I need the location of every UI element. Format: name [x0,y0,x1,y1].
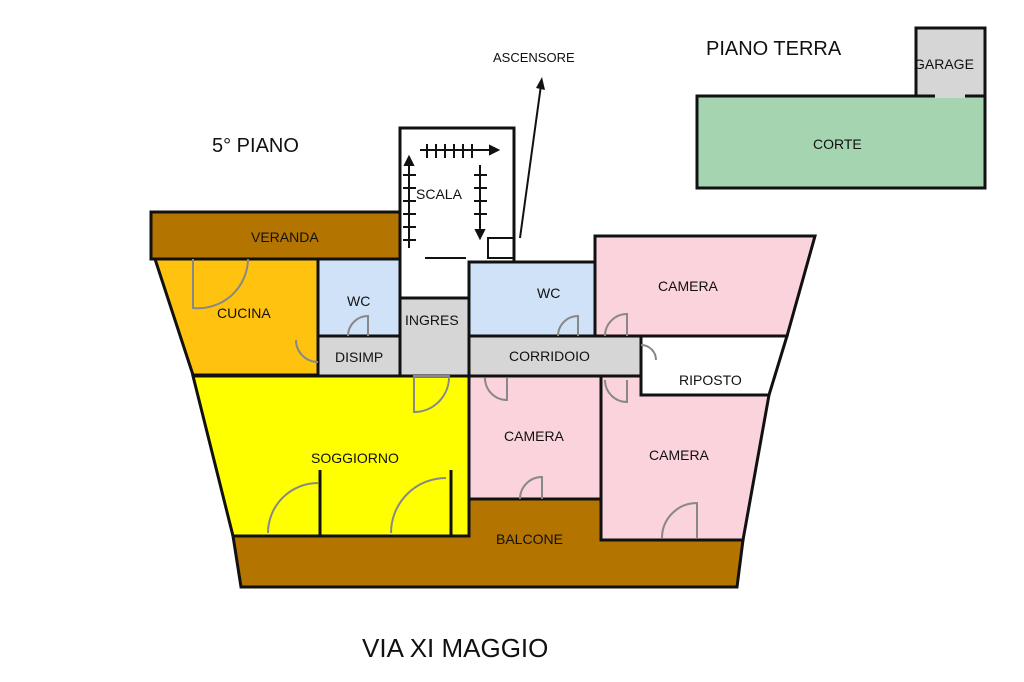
room-label-cucina: CUCINA [217,305,271,321]
wc-right-door [557,314,579,337]
disimp-door [295,339,319,363]
wc-right-area [467,260,597,338]
ascensore-label: ASCENSORE [493,50,575,65]
soggiorno-door-right [390,477,447,534]
soggiorno-door-left [267,482,319,534]
room-label-camera-mid: CAMERA [504,428,565,444]
ascensore-arrowhead [536,77,545,90]
riposto-door [640,344,657,361]
room-label-soggiorno: SOGGIORNO [311,450,399,466]
wc-left-door [347,314,369,337]
camera-mid-balcone-door [519,475,543,500]
room-label-corte: CORTE [813,136,862,152]
street-label: VIA XI MAGGIO [362,633,548,663]
stairs [403,144,515,259]
cucina-door [192,258,249,310]
floor-label-fifth: 5° PIANO [212,135,299,157]
ascensore-arrow [519,84,542,239]
room-label-wc-left: WC [347,293,370,309]
balcone-area [231,497,745,589]
room-label-garage: GARAGE [914,56,974,72]
room-label-disimp: DISIMP [335,349,383,365]
room-label-camera-top: CAMERA [658,278,719,294]
ingres-area [398,296,471,378]
ingres-door [413,375,451,414]
corridoio-area [467,334,643,378]
room-label-camera-right: CAMERA [649,447,710,463]
camera-mid-door [484,377,508,402]
room-label-corridoio: CORRIDOIO [509,348,590,364]
room-label-scala: SCALA [416,186,463,202]
room-label-wc-right: WC [537,285,560,301]
corte-area [695,94,987,190]
camera-right-door [604,379,628,404]
room-label-ingres: INGRES [405,312,459,328]
camera-right-balcone-door [661,501,698,539]
floor-label-ground: PIANO TERRA [706,38,842,60]
room-label-riposto: RIPOSTO [679,372,742,388]
room-label-veranda: VERANDA [251,229,319,245]
camera-top-door [604,312,628,337]
room-label-balcone: BALCONE [496,531,563,547]
